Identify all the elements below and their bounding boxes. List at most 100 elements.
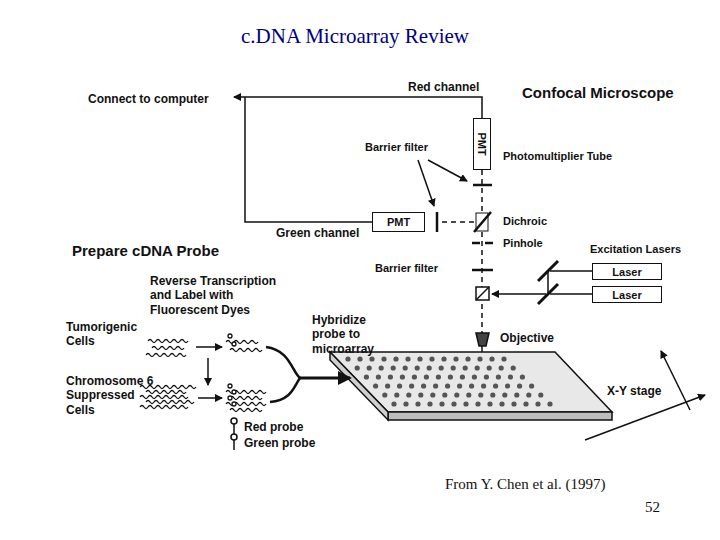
array-spot [409,383,414,388]
array-spot [511,365,516,370]
laser-box: Laser [592,263,662,280]
array-spot [400,374,405,379]
channel-label: Green channel [276,226,359,240]
array-spot [394,392,399,397]
array-spot [364,374,369,379]
array-spot [418,392,423,397]
array-spot [499,401,504,406]
part-label: Objective [500,331,554,345]
array-spot [484,374,489,379]
array-spot [529,383,534,388]
array-spot [517,383,522,388]
array-spot [490,392,495,397]
array-spot [472,374,477,379]
channel-label: Red channel [408,80,479,94]
array-spot [391,401,396,406]
array-spot [385,383,390,388]
sample-label: Tumorigenic Cells [66,320,146,349]
array-spot [415,365,420,370]
array-spot [501,356,506,361]
array-spot [505,383,510,388]
nucleic-strand [226,403,266,406]
array-spot [453,356,458,361]
array-spot [439,365,444,370]
array-spot [475,401,480,406]
part-label: Barrier filter [365,141,428,154]
array-spot [538,392,543,397]
output-label: Connect to computer [88,92,209,106]
detector-box: PMT [473,118,491,170]
array-spot [489,356,494,361]
array-spot [496,374,501,379]
array-spot [508,374,513,379]
dye-label [228,334,232,338]
array-spot [469,383,474,388]
part-label: Excitation Lasers [590,243,681,256]
source-caption: From Y. Chen et al. (1997) [445,475,605,493]
array-spot [451,365,456,370]
array-spot [441,356,446,361]
array-spot [415,401,420,406]
array-spot [345,356,350,361]
array-spot [442,392,447,397]
nucleic-strand [230,397,262,400]
array-spot [477,356,482,361]
array-spot [520,374,525,379]
array-spot [357,356,362,361]
array-spot [454,392,459,397]
nucleic-strand [146,354,186,357]
detector-box: PMT [372,212,425,232]
dye-label [228,396,232,400]
array-spot [376,374,381,379]
array-spot [412,374,417,379]
array-spot [367,365,372,370]
array-spot [369,356,374,361]
part-label: Barrier filter [375,262,438,275]
array-spot [466,392,471,397]
box-text: Laser [612,266,641,278]
array-spot [393,356,398,361]
laser-box: Laser [592,286,662,303]
step-label: Hybridize probe to microarray [312,313,384,356]
nucleic-strand [140,406,188,409]
array-spot [487,401,492,406]
array-spot [403,365,408,370]
nucleic-strand [140,396,188,399]
array-spot [381,356,386,361]
array-spot [379,365,384,370]
section-heading: Confocal Microscope [522,84,674,102]
array-spot [403,401,408,406]
nucleic-strand [230,349,262,352]
array-spot [499,365,504,370]
array-spot [388,374,393,379]
array-spot [514,392,519,397]
array-spot [481,383,486,388]
nucleic-strand [152,347,184,350]
dye-label [228,384,232,388]
array-spot [535,401,540,406]
page-number: 52 [645,498,660,516]
array-spot [460,374,465,379]
array-spot [429,356,434,361]
legend-text: Green probe [244,436,315,450]
array-spot [391,365,396,370]
dye-label [232,390,236,394]
nucleic-strand [226,341,258,344]
axis-label: X-Y stage [607,384,661,398]
nucleic-strand [226,391,266,394]
array-spot [502,392,507,397]
dye-label [232,342,236,346]
array-spot [417,356,422,361]
array-spot [427,365,432,370]
array-spot [475,365,480,370]
array-spot [463,365,468,370]
array-spot [433,383,438,388]
array-spot [382,392,387,397]
array-spot [405,356,410,361]
array-spot [463,401,468,406]
array-spot [355,365,360,370]
box-text: PMT [476,132,488,155]
array-spot [424,374,429,379]
array-spot [523,401,528,406]
